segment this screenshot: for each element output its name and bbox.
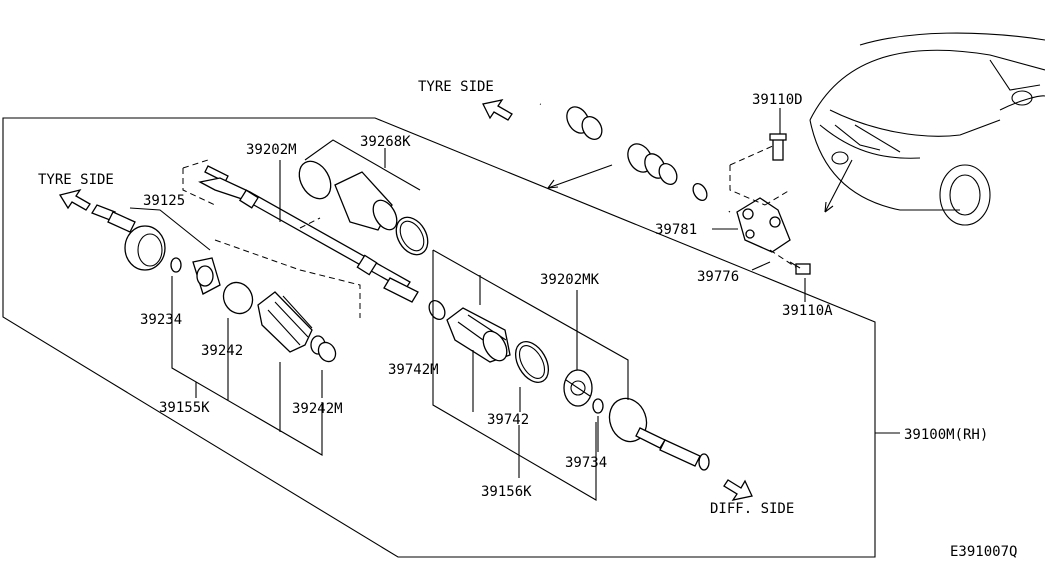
label-tyre-side-top: TYRE SIDE bbox=[418, 79, 494, 95]
boot-39155k bbox=[257, 291, 326, 355]
label-39242: 39242 bbox=[201, 343, 243, 359]
upper-shaft-assembly bbox=[539, 101, 731, 214]
band-39742 bbox=[514, 341, 550, 383]
label-tyre-side-left: TYRE SIDE bbox=[38, 172, 114, 188]
label-diff-side: DIFF. SIDE bbox=[710, 501, 794, 517]
label-39202mk: 39202MK bbox=[540, 272, 600, 288]
label-39110d: 39110D bbox=[752, 92, 803, 108]
label-39155k: 39155K bbox=[159, 400, 210, 416]
bracket-dash bbox=[729, 144, 791, 206]
bracket-39155k bbox=[171, 276, 323, 456]
bolt-39110a bbox=[789, 261, 811, 275]
tyre-side-arrow-left bbox=[58, 188, 91, 211]
shaft-dash-b bbox=[182, 168, 216, 206]
label-39776: 39776 bbox=[697, 269, 739, 285]
shaft-39202m bbox=[198, 165, 419, 303]
bracket-39156k-top bbox=[432, 249, 629, 400]
label-39742: 39742 bbox=[487, 412, 529, 428]
label-39268k: 39268K bbox=[360, 134, 411, 150]
label-39781: 39781 bbox=[655, 222, 697, 238]
clip-39242m bbox=[317, 341, 337, 363]
tripod-39202mk bbox=[563, 369, 593, 407]
assembly-frame bbox=[2, 117, 876, 558]
band-39742m bbox=[428, 300, 446, 320]
bracket-39156k bbox=[432, 250, 597, 501]
label-39734: 39734 bbox=[565, 455, 607, 471]
label-39100m-rh: 39100M(RH) bbox=[904, 427, 988, 443]
bolt-39110d bbox=[769, 133, 787, 161]
boot-39156k bbox=[446, 307, 511, 363]
tyre-side-arrow-top bbox=[482, 99, 513, 121]
bracket-39781 bbox=[736, 197, 791, 253]
bracket-39268k bbox=[304, 139, 421, 191]
outer-joint-39125 bbox=[91, 204, 221, 295]
diff-side-arrow bbox=[723, 479, 753, 501]
label-39742m: 39742M bbox=[388, 362, 439, 378]
band-39242 bbox=[222, 281, 254, 315]
label-ref-code: E391007Q bbox=[950, 544, 1017, 560]
leader-39776 bbox=[751, 261, 771, 271]
label-39234: 39234 bbox=[140, 312, 182, 328]
bracket-39125 bbox=[129, 207, 211, 251]
shaft-dash-d bbox=[299, 217, 321, 229]
label-39125: 39125 bbox=[143, 193, 185, 209]
inner-joint-housing bbox=[608, 397, 710, 471]
label-39156k: 39156K bbox=[481, 484, 532, 500]
shaft-dash-a bbox=[182, 159, 209, 169]
snap-ring-39734 bbox=[592, 398, 604, 414]
bolt-dash-a bbox=[769, 249, 801, 271]
label-39242m: 39242M bbox=[292, 401, 343, 417]
vehicle-front-sketch bbox=[809, 32, 1045, 226]
shaft-dash-c bbox=[214, 239, 361, 318]
label-39110a: 39110A bbox=[782, 303, 833, 319]
label-39202m: 39202M bbox=[246, 142, 297, 158]
boot-kit-39268k bbox=[298, 160, 429, 256]
